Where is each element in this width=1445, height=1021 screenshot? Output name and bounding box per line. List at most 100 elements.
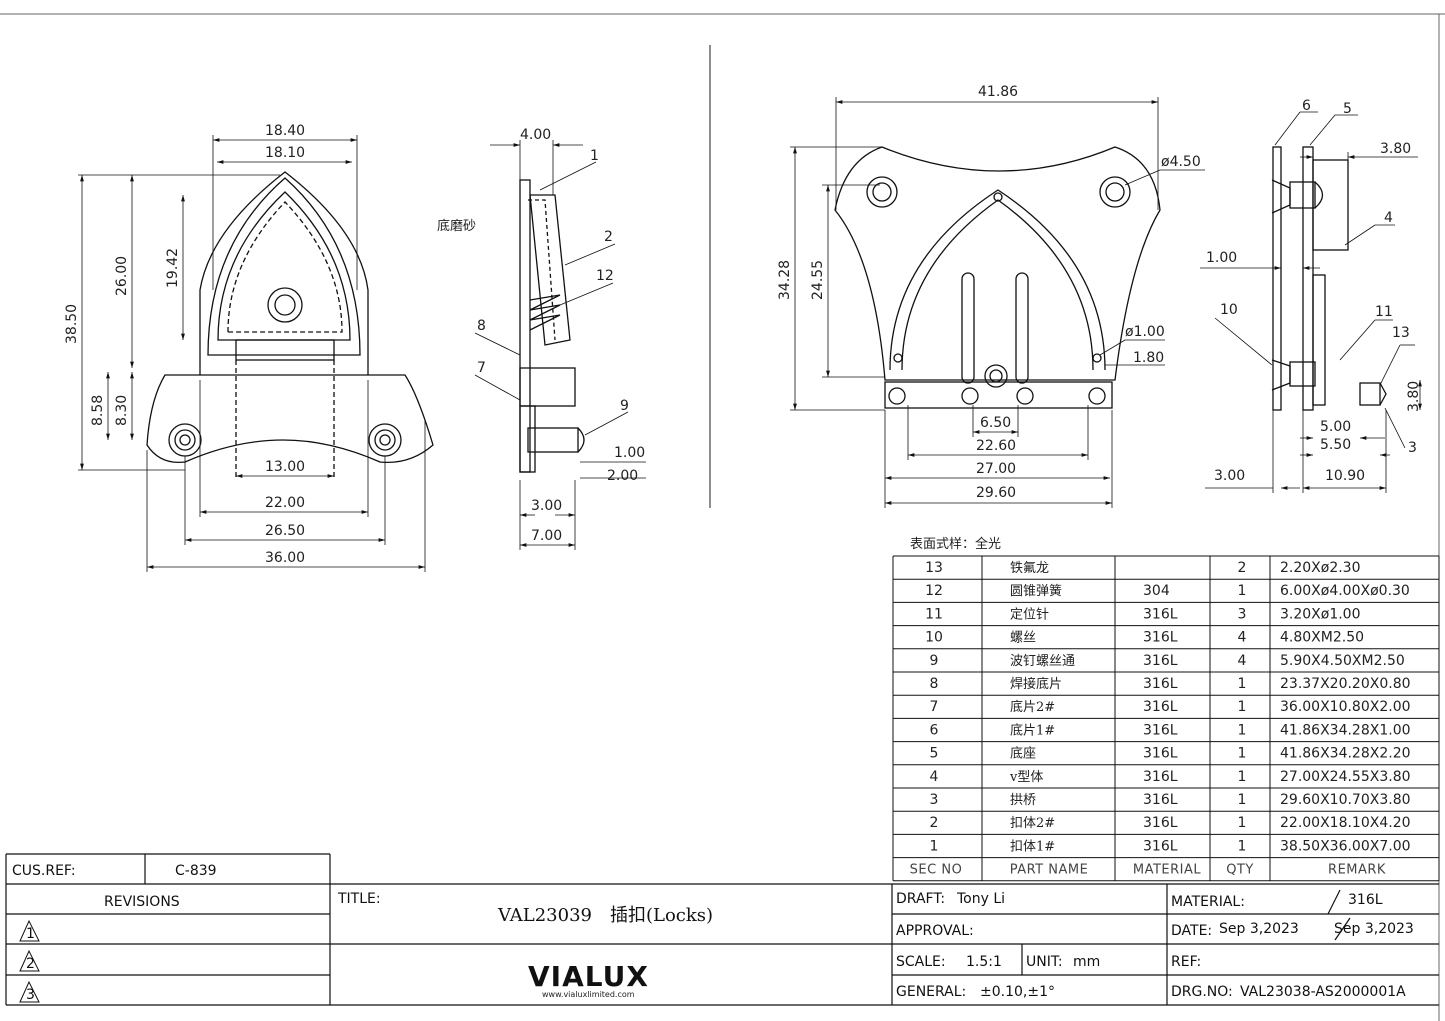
unit-label: UNIT: [1026, 954, 1063, 970]
bom-cell-remark: 23.37X20.20X0.80 [1280, 676, 1411, 692]
draft-label: DRAFT: [896, 891, 945, 907]
approval-label: APPROVAL: [896, 923, 974, 939]
bom-cell-part-name: 波钉螺丝通 [1010, 654, 1075, 669]
general-value: ±0.10,±1° [980, 984, 1055, 1000]
balloon-label: 8 [477, 318, 486, 334]
draft-value: Tony Li [956, 891, 1005, 907]
bom-cell-no: 12 [925, 583, 943, 599]
dim-label: 27.00 [976, 461, 1016, 477]
bom-cell-no: 9 [930, 653, 939, 669]
side-view-labels: 4.00 底磨砂 1 2 12 8 7 9 1.00 2.00 3.00 7.0… [437, 127, 645, 544]
bom-cell-qty: 1 [1238, 838, 1247, 854]
dim-label: 26.50 [265, 523, 305, 539]
bom-cell-qty: 2 [1238, 560, 1247, 576]
dim-label: 1.00 [614, 445, 645, 461]
bom-cell-remark: 5.90X4.50XM2.50 [1280, 653, 1405, 669]
section-view-dimensions [1200, 111, 1422, 493]
bom-cell-remark: 27.00X24.55X3.80 [1280, 769, 1411, 785]
dim-label: 7.00 [531, 528, 562, 544]
bom-cell-remark: 29.60X10.70X3.80 [1280, 792, 1411, 808]
cus-ref-label: CUS.REF: [12, 863, 76, 879]
bom-cell-material: 316L [1143, 838, 1178, 854]
bom-cell-part-name: 底座 [1010, 746, 1036, 762]
bom-cell-qty: 1 [1238, 722, 1247, 738]
side-view [519, 179, 585, 473]
dim-label: ø1.00 [1125, 324, 1165, 340]
rear-view [834, 146, 1161, 409]
revision-triangles [19, 919, 40, 1003]
dim-label: 38.50 [64, 304, 80, 344]
bom-cell-part-name: 铁氟龙 [1010, 561, 1049, 576]
bom-cell-remark: 22.00X18.10X4.20 [1280, 815, 1411, 831]
front-view-dim-labels: 18.40 18.10 19.42 26.00 38.50 8.58 8.30 … [64, 123, 305, 566]
bom-cell-part-name: 螺丝 [1010, 631, 1036, 646]
bom-cell-part-name: 定位针 [1010, 607, 1049, 622]
drg-no-value: VAL23038-AS2000001A [1240, 984, 1406, 1000]
bom-header: REMARK [1328, 863, 1386, 878]
balloon-label: 10 [1220, 302, 1238, 318]
bom-cell-remark: 2.20Xø2.30 [1280, 560, 1361, 576]
bom-cell-material: 316L [1143, 815, 1178, 831]
bom-cell-part-name: 圆锥弹簧 [1010, 583, 1062, 599]
company-url: www.vialuxlimited.com [542, 990, 635, 999]
finish-note: 表面式样：全光 [910, 536, 1001, 552]
bom-cell-no: 3 [930, 792, 939, 808]
bom-cell-qty: 1 [1238, 699, 1247, 715]
bom-header: MATERIAL [1133, 863, 1202, 878]
unit-value: mm [1073, 954, 1100, 970]
balloon-label: 6 [1302, 98, 1311, 114]
bom-cell-part-name: 焊接底片 [1010, 676, 1062, 692]
bom-cell-qty: 1 [1238, 583, 1247, 599]
revision-mark: 1 [26, 926, 35, 942]
bom-cell-remark: 36.00X10.80X2.00 [1280, 699, 1411, 715]
bom-cell-material: 316L [1143, 676, 1178, 692]
bom-cell-no: 6 [930, 722, 939, 738]
side-view-dimensions [474, 140, 646, 550]
balloon-label: 7 [477, 360, 486, 376]
balloon-label: 13 [1392, 325, 1410, 341]
cus-ref-value: C-839 [175, 863, 217, 879]
revision-mark: 2 [26, 956, 35, 972]
dim-label: 13.00 [265, 459, 305, 475]
rear-view-dimensions [790, 97, 1205, 508]
dim-label: 24.55 [810, 260, 826, 300]
bom-cell-remark: 38.50X36.00X7.00 [1280, 838, 1411, 854]
section-view-labels: 6 5 3.80 4 1.00 10 11 13 5.00 5.50 3.80 … [1206, 98, 1422, 484]
balloon-label: 3 [1408, 440, 1417, 456]
front-view-dimensions [78, 135, 426, 572]
bom-header: SEC NO [910, 863, 963, 878]
bom-cell-no: 5 [930, 746, 939, 762]
bom-cell-material: 316L [1143, 769, 1178, 785]
dim-label: 1.00 [1206, 250, 1237, 266]
revisions-label: REVISIONS [104, 894, 180, 910]
bom-cell-qty: 1 [1238, 769, 1247, 785]
bom-cell-qty: 1 [1238, 746, 1247, 762]
dim-label: 18.40 [265, 123, 305, 139]
company-logo: VIALUX [528, 960, 649, 993]
date-label: DATE: [1171, 923, 1212, 939]
bom-cell-no: 8 [930, 676, 939, 692]
surface-note: 底磨砂 [437, 218, 476, 234]
balloon-label: 1 [590, 148, 599, 164]
drg-no-label: DRG.NO: [1171, 984, 1233, 1000]
dim-label: 5.50 [1320, 437, 1351, 453]
dim-label: ø4.50 [1161, 154, 1201, 170]
title-block [5, 853, 1439, 1006]
bom-cell-part-name: 底片2# [1010, 699, 1055, 715]
bom-cell-material: 316L [1143, 606, 1178, 622]
bom-cell-no: 11 [925, 606, 943, 622]
bom-cell-remark: 41.86X34.28X2.20 [1280, 746, 1411, 762]
bom-cell-no: 1 [930, 838, 939, 854]
front-view [146, 171, 434, 480]
bom-cell-qty: 1 [1238, 792, 1247, 808]
dim-label: 22.00 [265, 495, 305, 511]
dim-label: 3.00 [1214, 468, 1245, 484]
dim-label: 19.42 [165, 248, 181, 288]
bom-cell-no: 7 [930, 699, 939, 715]
dim-label: 5.00 [1320, 419, 1351, 435]
bom-cell-no: 13 [925, 560, 943, 576]
balloon-label: 11 [1375, 304, 1393, 320]
bom-cell-part-name: 底片1# [1010, 722, 1055, 738]
